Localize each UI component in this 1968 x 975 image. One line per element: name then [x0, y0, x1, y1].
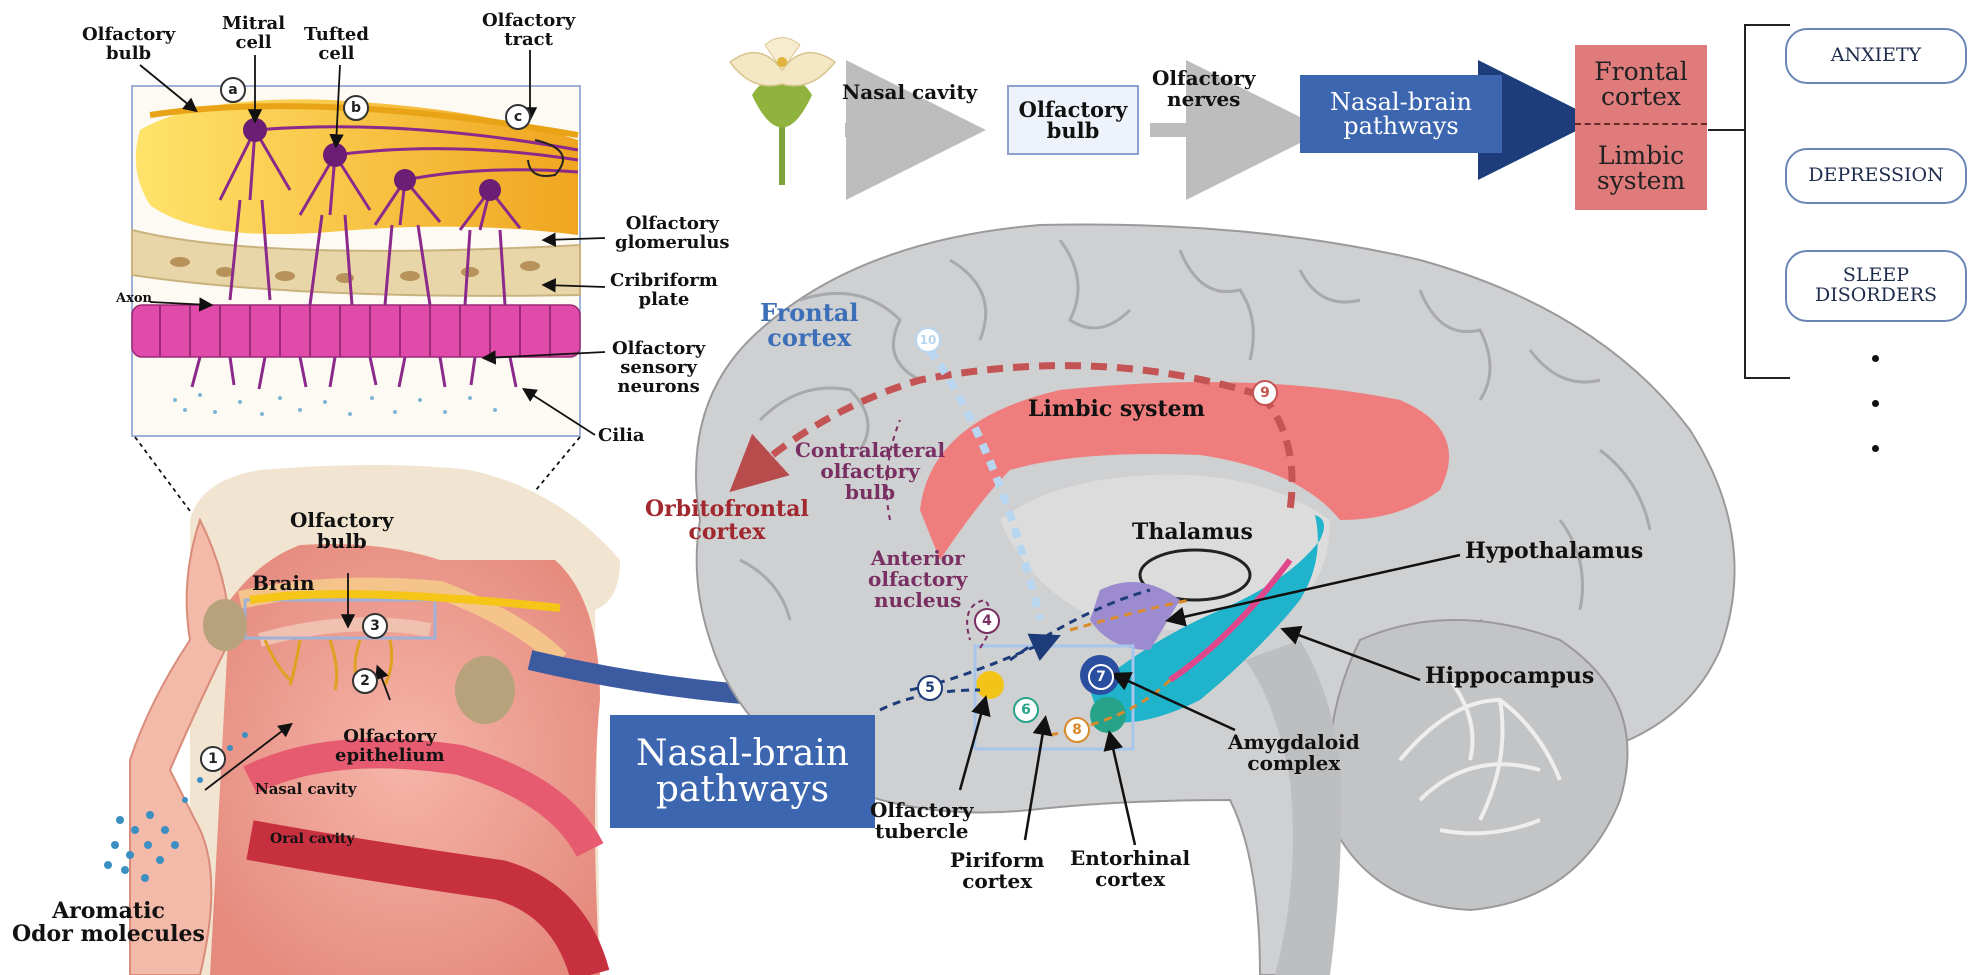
- inset-olfactory-sensory-neurons-label: Olfactory sensory neurons: [612, 340, 705, 397]
- brain-olfactory-tubercle-label: Olfactory tubercle: [870, 800, 974, 842]
- flow-limbic-system-box: Limbic system: [1575, 125, 1707, 210]
- inset-marker-b: b: [343, 95, 369, 121]
- brain-piriform-cortex-label: Piriform cortex: [950, 850, 1044, 892]
- head-nasal-cavity-label: Nasal cavity: [255, 782, 356, 798]
- head-marker-3: 3: [362, 613, 388, 639]
- brain-orbitofrontal-cortex-label: Orbitofrontal cortex: [645, 498, 809, 544]
- inset-axon-label: Axon: [116, 292, 152, 306]
- inset-marker-c: c: [505, 104, 531, 130]
- brain-limbic-system-label: Limbic system: [1028, 398, 1205, 421]
- flow-olfactory-nerves-label: Olfactory nerves: [1152, 68, 1256, 110]
- head-marker-1: 1: [200, 746, 226, 772]
- brain-hippocampus-label: Hippocampus: [1425, 665, 1594, 688]
- more-dot-3: [1872, 445, 1879, 452]
- brain-marker-5: 5: [917, 675, 943, 701]
- flow-nasal-brain-pathways-box: Nasal-brain pathways: [1300, 75, 1502, 153]
- brain-frontal-cortex-label: Frontal cortex: [760, 300, 858, 350]
- brain-marker-9: 9: [1252, 380, 1278, 406]
- head-brain-label: Brain: [252, 573, 315, 594]
- brain-marker-10: 10: [915, 327, 941, 353]
- inset-olfactory-tract-label: Olfactory tract: [482, 12, 575, 50]
- head-oral-cavity-label: Oral cavity: [270, 832, 355, 847]
- flow-frontal-cortex-box: Frontal cortex: [1575, 45, 1707, 125]
- brain-marker-4: 4: [974, 608, 1000, 634]
- more-dot-2: [1872, 400, 1879, 407]
- brain-marker-6: 6: [1013, 697, 1039, 723]
- flow-nasal-cavity-label: Nasal cavity: [842, 82, 977, 103]
- brain-contralateral-olfactory-bulb-label: Contralateral olfactory bulb: [795, 440, 945, 503]
- brain-thalamus-label: Thalamus: [1132, 521, 1253, 544]
- flower-icon: [730, 38, 835, 186]
- outcome-depression: DEPRESSION: [1785, 148, 1967, 204]
- inset-cilia-label: Cilia: [598, 427, 645, 446]
- inset-cribriform-plate-label: Cribriform plate: [610, 272, 718, 310]
- inset-mitral-cell-label: Mitral cell: [222, 15, 285, 53]
- head-olfactory-bulb-label: Olfactory bulb: [290, 510, 394, 552]
- nasal-brain-pathways-banner: Nasal-brain pathways: [610, 715, 875, 828]
- brain-entorhinal-cortex-label: Entorhinal cortex: [1070, 848, 1190, 890]
- outcome-sleep-disorders: SLEEP DISORDERS: [1785, 250, 1967, 322]
- inset-tufted-cell-label: Tufted cell: [304, 26, 369, 64]
- inset-olfactory-glomerulus-label: Olfactory glomerulus: [615, 215, 730, 253]
- brain-marker-8: 8: [1064, 717, 1090, 743]
- more-dot-1: [1872, 355, 1879, 362]
- brain-hypothalamus-label: Hypothalamus: [1465, 540, 1643, 563]
- inset-marker-a: a: [220, 77, 246, 103]
- outcome-bracket: [1708, 25, 1790, 378]
- flow-olfactory-bulb-box: Olfactory bulb: [1007, 85, 1139, 155]
- outcome-anxiety: ANXIETY: [1785, 28, 1967, 84]
- head-marker-2: 2: [352, 668, 378, 694]
- brain-amygdaloid-complex-label: Amygdaloid complex: [1228, 732, 1360, 774]
- head-aromatic-odor-label: Aromatic Odor molecules: [12, 900, 205, 946]
- head-olfactory-epithelium-label: Olfactory epithelium: [335, 728, 445, 766]
- brain-marker-7: 7: [1088, 664, 1114, 690]
- inset-olfactory-bulb-label: Olfactory bulb: [82, 26, 175, 64]
- brain-anterior-olfactory-nucleus-label: Anterior olfactory nucleus: [868, 548, 967, 611]
- olfactory-bulb-inset: [132, 86, 580, 436]
